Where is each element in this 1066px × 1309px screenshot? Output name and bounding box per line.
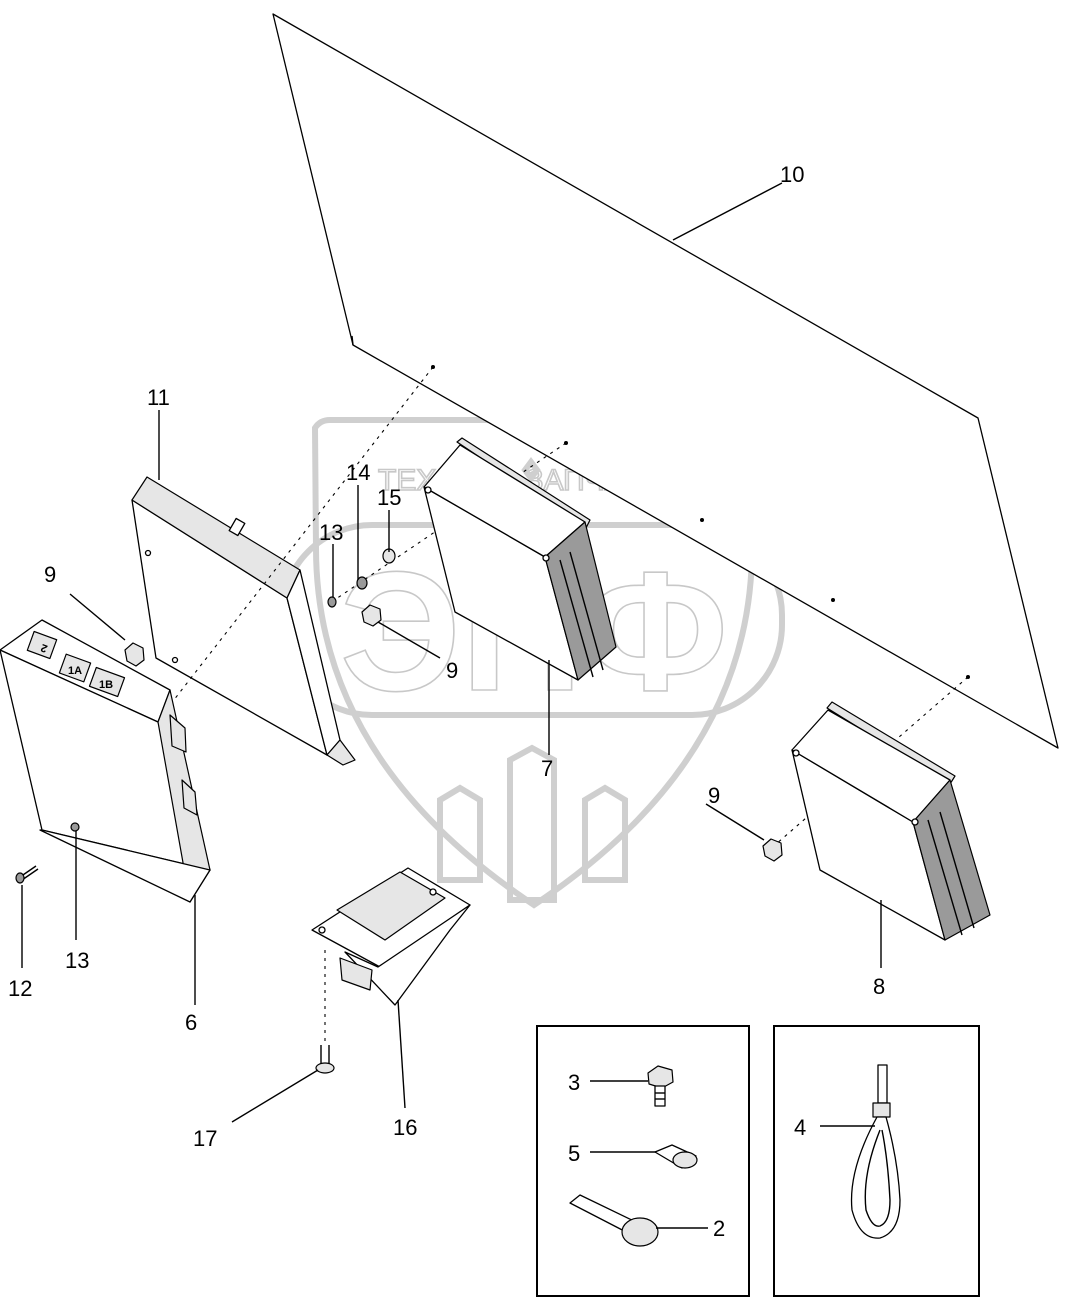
part-9-nut-left bbox=[124, 642, 145, 667]
module-label-1a: 1A bbox=[68, 665, 82, 677]
module-label-2: 2 bbox=[39, 641, 49, 654]
callout-9-left: 9 bbox=[44, 562, 56, 587]
inset-box-hardware bbox=[536, 1025, 750, 1297]
callout-9-center: 9 bbox=[446, 658, 458, 683]
callout-10: 10 bbox=[780, 162, 804, 187]
part-16-bracket bbox=[311, 867, 471, 1006]
callout-12: 12 bbox=[8, 976, 32, 1001]
part-17-screw bbox=[315, 1045, 335, 1074]
callout-11: 11 bbox=[147, 385, 170, 410]
callout-6: 6 bbox=[185, 1010, 197, 1035]
callout-numbers: 10 11 14 15 13 9 9 7 9 12 13 6 8 16 17 3… bbox=[8, 162, 885, 1241]
fasteners-center bbox=[327, 548, 396, 627]
part-8-module bbox=[791, 701, 991, 941]
callout-15: 15 bbox=[377, 485, 401, 510]
alignment-lines bbox=[74, 366, 969, 1045]
part-11-bracket bbox=[131, 476, 356, 766]
callout-13-bottom: 13 bbox=[65, 948, 89, 973]
callout-7: 7 bbox=[541, 756, 553, 781]
leader-9b bbox=[377, 621, 441, 659]
callout-14: 14 bbox=[346, 460, 370, 485]
leader-17 bbox=[231, 1069, 319, 1123]
part-6-module: 2 1A 1B bbox=[0, 619, 211, 903]
callout-4: 4 bbox=[794, 1115, 806, 1140]
callout-16: 16 bbox=[393, 1115, 417, 1140]
part-7-module bbox=[423, 437, 617, 681]
leader-10 bbox=[672, 182, 783, 241]
inset-box-cable-tie bbox=[773, 1025, 980, 1297]
leader-9a bbox=[69, 593, 126, 641]
callout-2: 2 bbox=[713, 1216, 725, 1241]
part-12-screw bbox=[15, 865, 39, 884]
callout-9-right: 9 bbox=[708, 783, 720, 808]
callout-3: 3 bbox=[568, 1070, 580, 1095]
leader-16 bbox=[397, 999, 406, 1109]
part-10-panel bbox=[272, 13, 1059, 749]
part-9-nut-right bbox=[762, 838, 783, 862]
leader-9c bbox=[705, 803, 765, 841]
callout-8: 8 bbox=[873, 974, 885, 999]
callout-17: 17 bbox=[193, 1126, 217, 1151]
callout-5: 5 bbox=[568, 1141, 580, 1166]
module-label-1b: 1B bbox=[99, 679, 113, 691]
callout-13-top: 13 bbox=[319, 520, 343, 545]
